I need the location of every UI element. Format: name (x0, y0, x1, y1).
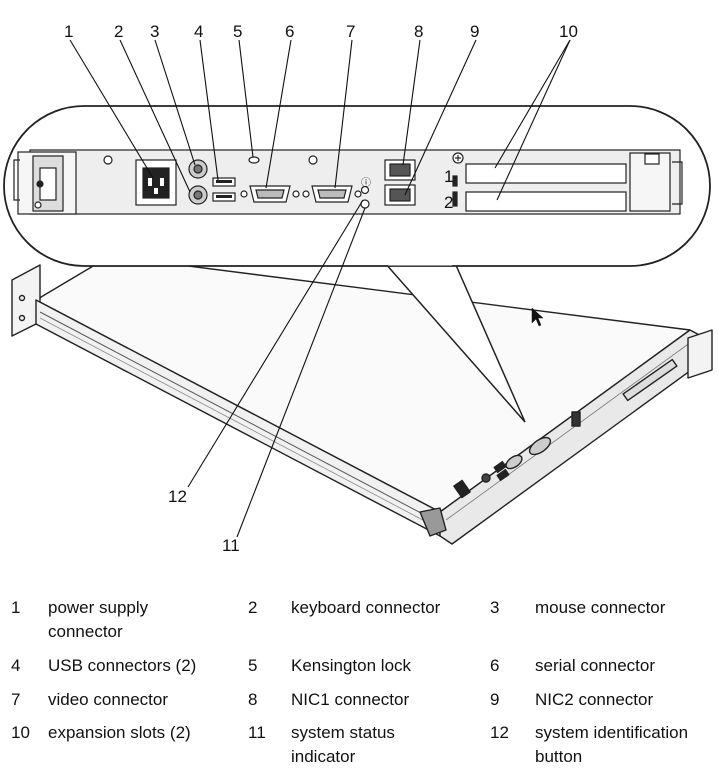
legend-label-keyboard-connector: keyboard connector (291, 598, 441, 617)
legend-number: 5 (248, 656, 258, 675)
chassis-latch (419, 507, 447, 537)
chassis-right-ear (687, 329, 713, 379)
callout-4: 4 (194, 22, 203, 41)
legend-label-expansion-slots: expansion slots (2) (48, 723, 191, 742)
legend-label-system-status-indicator: system status indicator (291, 723, 395, 766)
legend-label-usb-connectors: USB connectors (2) (48, 656, 197, 675)
callout-1: 1 (64, 22, 73, 41)
legend-number: 3 (490, 598, 500, 617)
callout-11: 11 (222, 536, 240, 555)
leader-lines (69, 39, 571, 538)
callout-7: 7 (346, 22, 355, 41)
server-back-panel-diagram: 1 2 ⓘ 1 2 3 4 5 6 7 8 9 10 12 11 (3, 22, 713, 555)
legend-label-system-identification-button: system identification button (535, 723, 689, 766)
legend-number: 9 (490, 690, 500, 709)
callout-5: 5 (233, 22, 242, 41)
legend-number: 12 (490, 723, 509, 742)
legend-number: 2 (248, 598, 258, 617)
legend-label-power-supply-connector: power supply connector (48, 598, 149, 641)
mouse-pointer-icon (531, 307, 544, 327)
legend-number: 1 (11, 598, 21, 617)
legend-label-kensington-lock: Kensington lock (291, 656, 412, 675)
legend-label-nic2-connector: NIC2 connector (535, 690, 654, 709)
slot-label-2: 2 (444, 193, 453, 212)
legend-number: 6 (490, 656, 500, 675)
callout-12: 12 (168, 487, 187, 506)
status-indicator-icon: ⓘ (361, 177, 371, 189)
kensington-lock (248, 156, 260, 164)
callout-6: 6 (285, 22, 294, 41)
legend-number: 4 (11, 656, 21, 675)
expansion-slot-1 (465, 163, 627, 184)
callout-8: 8 (414, 22, 423, 41)
legend-number: 8 (248, 690, 258, 709)
callout-3: 3 (150, 22, 159, 41)
system-status-indicator (360, 185, 370, 195)
server-chassis (11, 255, 713, 545)
legend-number: 10 (11, 723, 30, 742)
legend-label-mouse-connector: mouse connector (535, 598, 666, 617)
expansion-slot-2 (465, 191, 627, 212)
legend-number: 7 (11, 690, 21, 709)
callout-10: 10 (559, 22, 578, 41)
callout-9: 9 (470, 22, 479, 41)
legend-number: 11 (248, 723, 266, 742)
callout-2: 2 (114, 22, 123, 41)
slot-label-1: 1 (444, 167, 453, 186)
legend-label-video-connector: video connector (48, 690, 169, 709)
back-panel-detail (13, 149, 683, 215)
legend-label-serial-connector: serial connector (535, 656, 656, 675)
legend-label-nic1-connector: NIC1 connector (291, 690, 410, 709)
